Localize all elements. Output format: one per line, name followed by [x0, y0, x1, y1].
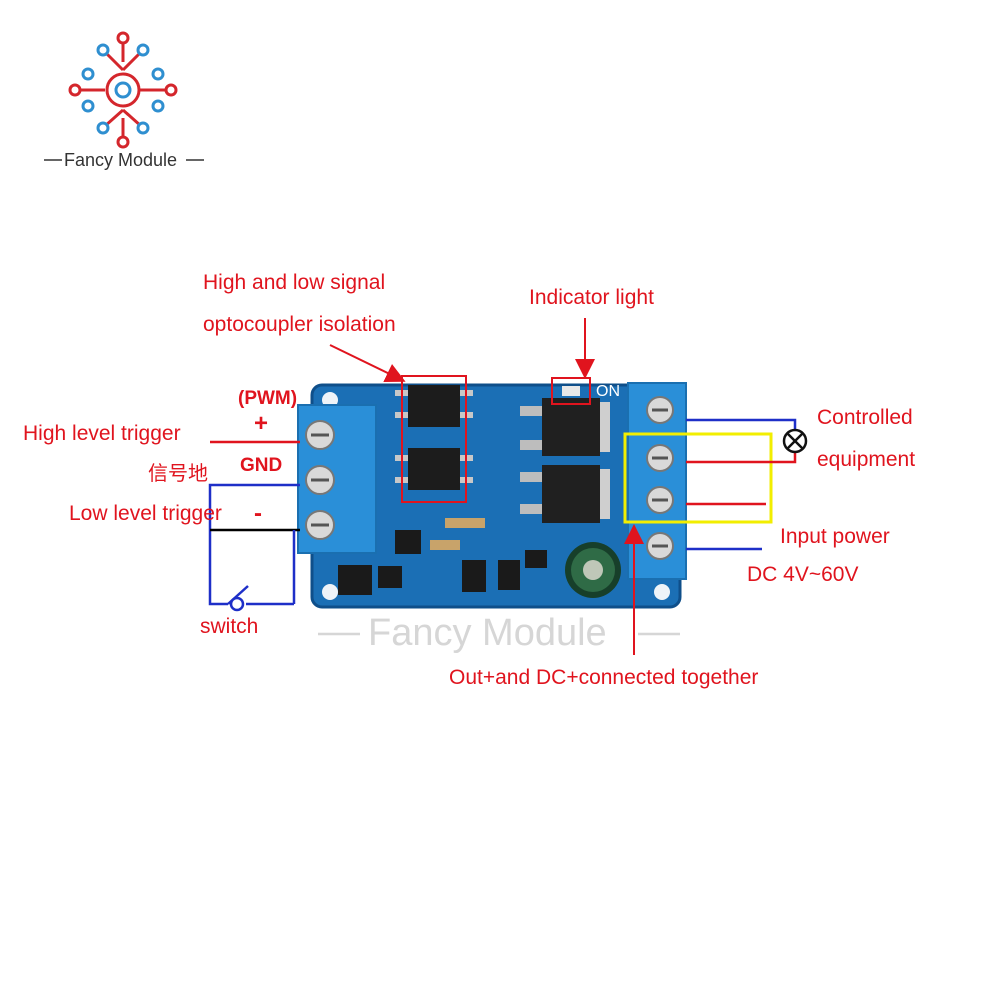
- mosfet-transistors: [520, 398, 610, 523]
- out-minus-wire: [686, 418, 797, 432]
- input-range-annotation: DC 4V~60V: [747, 563, 859, 586]
- brand-logo-text: Fancy Module: [64, 150, 178, 170]
- gnd-wire: [208, 483, 300, 606]
- signal-ground-cn-label: 信号地: [148, 463, 208, 485]
- switch-annotation: switch: [200, 615, 259, 638]
- optocoupler-highlight: [401, 375, 467, 503]
- watermark-text: Fancy Module: [368, 612, 607, 654]
- indicator-led: [562, 386, 580, 396]
- electrolytic-capacitor: [565, 542, 621, 598]
- input-power-annotation: Input power: [780, 525, 890, 548]
- out-dc-plus-highlight: [623, 432, 773, 524]
- right-terminal-block: [627, 382, 687, 580]
- controlled-annotation-line1: Controlled: [817, 406, 913, 429]
- out-plus-label: OUT +: [688, 437, 751, 460]
- high-trigger-annotation: High level trigger: [23, 422, 181, 445]
- small-components: [338, 518, 547, 595]
- on-silkscreen-label: ON: [596, 383, 620, 400]
- indicator-highlight: [551, 377, 591, 405]
- optocoupler-annotation-line1: High and low signal: [203, 271, 386, 294]
- dc-plus-label: DC +: [695, 480, 744, 503]
- gnd-label: GND: [240, 455, 283, 476]
- lamp-symbol: [782, 428, 808, 454]
- signal-plus-label: +: [254, 410, 269, 437]
- signal-minus-label: -: [254, 500, 262, 527]
- optocoupler-arrow: [329, 344, 406, 382]
- controlled-annotation-line2: equipment: [817, 448, 916, 471]
- out-minus-label: OUT -: [688, 389, 746, 412]
- pwm-label: (PWM): [238, 388, 298, 409]
- indicator-annotation: Indicator light: [529, 286, 654, 309]
- optocoupler-annotation-line2: optocoupler isolation: [203, 313, 396, 336]
- left-terminal-block: [297, 404, 377, 554]
- brand-logo: [68, 31, 178, 149]
- connected-annotation: Out+and DC+connected together: [449, 666, 759, 689]
- low-trigger-annotation: Low level trigger: [69, 502, 222, 525]
- dc-minus-label: DC -: [695, 526, 739, 549]
- out-plus-wire: [686, 450, 797, 464]
- switch-contact: [229, 596, 245, 612]
